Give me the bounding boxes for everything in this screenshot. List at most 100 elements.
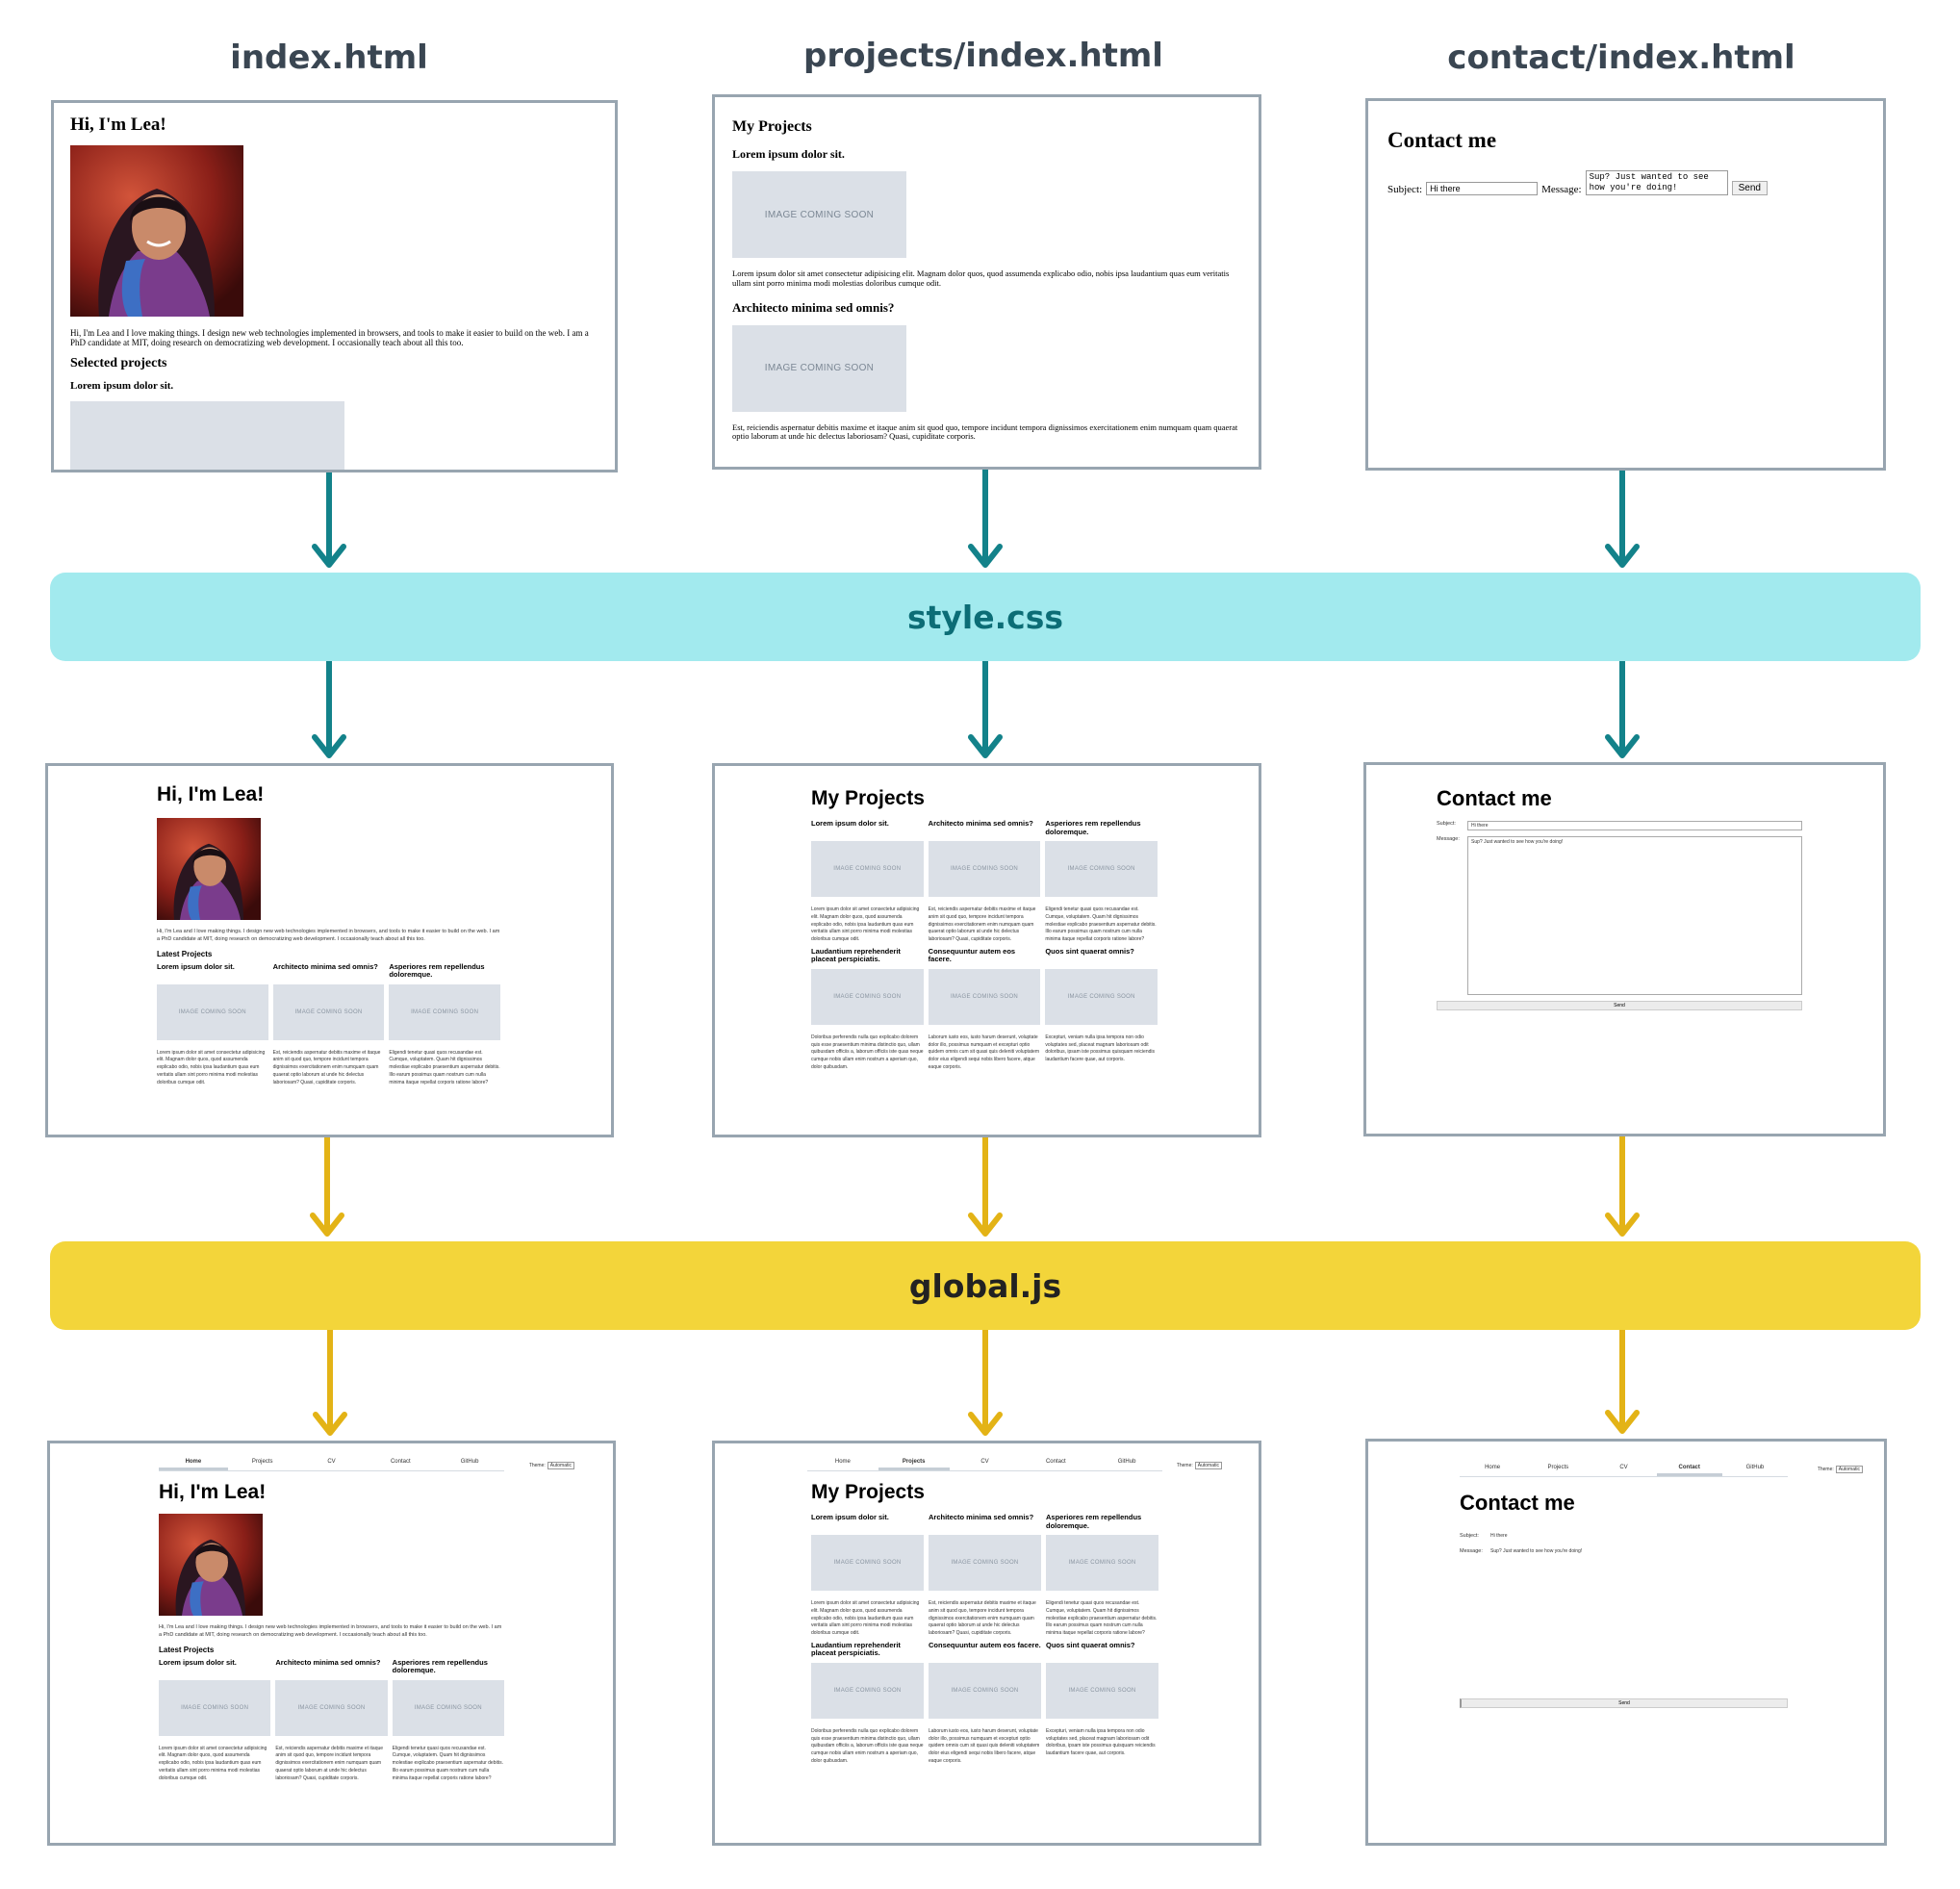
send-button[interactable]: Send: [1437, 1001, 1802, 1010]
theme-select[interactable]: Automatic: [1835, 1466, 1863, 1473]
project-description: Est, reiciendis aspernatur debitis maxim…: [732, 421, 1238, 442]
nav-github[interactable]: GitHub: [460, 1459, 479, 1465]
send-button[interactable]: Send: [1731, 180, 1768, 195]
contact-styled-frame: Contact me Subject:Hi there Message:Sup?…: [1363, 762, 1886, 1136]
nav-contact[interactable]: Contact: [1045, 1459, 1066, 1465]
theme-switcher[interactable]: Theme:Automatic: [1177, 1462, 1222, 1469]
project-description: Est, reiciendis aspernatur debitis maxim…: [929, 1600, 1036, 1636]
image-placeholder: IMAGE COMING SOON: [272, 983, 385, 1040]
project-card: Asperiores rem repellendus doloremque.IM…: [389, 961, 500, 1087]
project-title: Asperiores rem repellendus doloremque.: [389, 961, 485, 980]
home-styled-frame: Hi, I'm Lea! Hi, I'm Lea and I love maki…: [45, 763, 614, 1137]
project-title: Consequuntur autem eos facere.: [929, 1640, 1041, 1649]
project-description: Lorem ipsum dolor sit amet consectetur a…: [159, 1745, 267, 1781]
project-description: Lorem ipsum dolor sit amet consectetur a…: [732, 268, 1230, 288]
subject-input[interactable]: Hi there: [1490, 1533, 1508, 1539]
projects-title: My Projects: [811, 787, 925, 809]
nav-home[interactable]: Home: [159, 1457, 228, 1470]
contact-form: Subject: Hi there Message: Sup? Just wan…: [1387, 170, 1864, 195]
home-intro: Hi, I'm Lea and I love making things. I …: [159, 1624, 502, 1639]
project-title: Architecto minima sed omnis?: [275, 1657, 381, 1667]
theme-switcher[interactable]: Theme:Automatic: [1818, 1466, 1863, 1473]
message-textarea[interactable]: Sup? Just wanted to see how you're doing…: [1490, 1548, 1583, 1554]
global-js-band: global.js: [50, 1241, 1921, 1330]
nav-cv[interactable]: CV: [980, 1459, 989, 1465]
project-title: Lorem ipsum dolor sit.: [811, 819, 889, 828]
projects-styled-frame: My Projects Lorem ipsum dolor sit. IMAGE …: [712, 763, 1261, 1137]
site-nav: Home Projects CV Contact GitHub: [159, 1457, 504, 1471]
column-title-contact: contact/index.html: [1447, 38, 1795, 77]
arrow-index-to-css: [312, 472, 346, 568]
image-placeholder: IMAGE COMING SOON: [70, 400, 344, 470]
contact-title: Contact me: [1460, 1491, 1575, 1515]
column-title-index: index.html: [230, 38, 428, 77]
project-title: Architecto minima sed omnis?: [732, 299, 895, 315]
subject-input[interactable]: Hi there: [1426, 181, 1539, 195]
theme-switcher[interactable]: Theme:Automatic: [529, 1462, 574, 1469]
project-card: Architecto minima sed omnis?IMAGE COMING…: [275, 1657, 388, 1783]
project-card: Asperiores rem repellendus doloremque.IM…: [1045, 819, 1158, 944]
nav-projects[interactable]: Projects: [1547, 1465, 1569, 1470]
contact-title: Contact me: [1387, 128, 1497, 152]
project-title: Consequuntur autem eos facere.: [928, 946, 1016, 964]
send-button[interactable]: Send: [1460, 1698, 1788, 1708]
site-nav: Home Projects CV Contact GitHub: [1460, 1463, 1788, 1477]
arrow-contact-to-js: [1605, 1136, 1640, 1237]
subject-input[interactable]: Hi there: [1467, 821, 1802, 830]
project-card: Laudantium reprehenderit placeat perspic…: [811, 1640, 924, 1766]
project-description: Est, reiciendis aspernatur debitis maxim…: [275, 1745, 384, 1781]
nav-cv[interactable]: CV: [1619, 1465, 1628, 1470]
theme-select[interactable]: Automatic: [1194, 1462, 1222, 1469]
message-textarea[interactable]: Sup? Just wanted to see how you're doing…: [1467, 836, 1802, 995]
project-title: Laudantium reprehenderit placeat perspic…: [811, 946, 901, 964]
subject-row: Subject:Hi there: [1437, 821, 1802, 830]
nav-projects[interactable]: Projects: [878, 1457, 950, 1470]
project-description: Est, reiciendis aspernatur debitis maxim…: [928, 906, 1036, 942]
image-placeholder: IMAGE COMING SOON: [159, 1679, 271, 1736]
project-title: Quos sint quaerat omnis?: [1045, 946, 1134, 956]
theme-select[interactable]: Automatic: [547, 1462, 574, 1469]
project-description: Lorem ipsum dolor sit amet consectetur a…: [811, 1600, 920, 1636]
image-placeholder: IMAGE COMING SOON: [1046, 1535, 1158, 1591]
nav-contact[interactable]: Contact: [390, 1459, 411, 1465]
nav-projects[interactable]: Projects: [251, 1459, 273, 1465]
project-description: Eligendi tenetur quasi quos recusandae e…: [392, 1745, 503, 1781]
project-title: Architecto minima sed omnis?: [929, 1513, 1034, 1521]
project-card: Quos sint quaerat omnis?IMAGE COMING SOO…: [1045, 946, 1158, 1072]
project-title: Laudantium reprehenderit placeat perspic…: [811, 1640, 901, 1658]
nav-contact[interactable]: Contact: [1656, 1463, 1722, 1476]
project-title: Asperiores rem repellendus doloremque.: [1045, 819, 1141, 836]
project-card: Quos sint quaerat omnis?IMAGE COMING SOO…: [1046, 1641, 1158, 1766]
project-description: Est, reiciendis aspernatur debitis maxim…: [272, 1049, 381, 1085]
nav-cv[interactable]: CV: [327, 1459, 336, 1465]
arrow-css-to-contact: [1605, 661, 1640, 758]
message-row: Message:Sup? Just wanted to see how you'…: [1437, 836, 1802, 995]
project-description: Eligendi tenetur quasi quos recusandae e…: [1046, 1600, 1158, 1636]
arrow-js-to-contact: [1605, 1330, 1640, 1434]
image-placeholder: IMAGE COMING SOON: [1046, 1662, 1158, 1719]
image-placeholder: IMAGE COMING SOON: [732, 171, 906, 258]
nav-home[interactable]: Home: [834, 1459, 851, 1465]
arrow-js-to-projects: [968, 1330, 1003, 1436]
arrow-js-to-index: [313, 1330, 347, 1436]
nav-github[interactable]: GitHub: [1117, 1459, 1136, 1465]
subject-row: Subject:Hi there: [1460, 1533, 1788, 1539]
contact-raw-frame: Contact me Subject: Hi there Message: Su…: [1365, 98, 1886, 471]
image-placeholder: IMAGE COMING SOON: [928, 968, 1041, 1025]
project-description: Laborum iusto eos, iusto harum deserunt,…: [929, 1727, 1040, 1764]
home-title: Hi, I'm Lea!: [159, 1481, 267, 1503]
arrow-css-to-index: [312, 661, 346, 758]
image-placeholder: IMAGE COMING SOON: [157, 983, 268, 1040]
column-title-projects: projects/index.html: [803, 37, 1163, 75]
projects-title: My Projects: [732, 118, 812, 135]
home-raw-frame: Hi, I'm Lea! Hi, I'm Lea and I love maki…: [51, 100, 618, 472]
message-textarea[interactable]: Sup? Just wanted to see how you're doing…: [1585, 170, 1728, 195]
nav-github[interactable]: GitHub: [1745, 1465, 1765, 1470]
nav-home[interactable]: Home: [1485, 1465, 1501, 1470]
arrow-contact-to-css: [1605, 471, 1640, 568]
